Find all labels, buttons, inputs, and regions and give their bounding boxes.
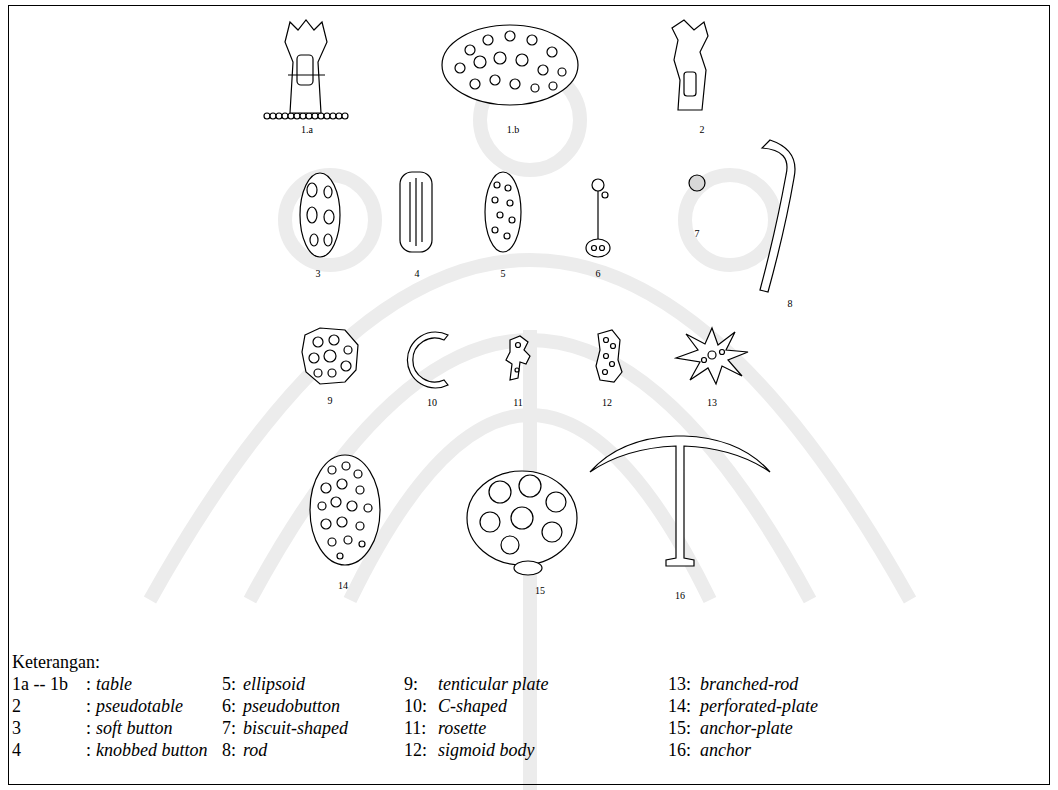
c-shaped-ossicle xyxy=(407,332,448,388)
legend-key: 8: xyxy=(222,740,236,761)
sigmoid-body-ossicle xyxy=(596,330,622,382)
figure-number: 10 xyxy=(427,397,437,409)
figure-number: 2 xyxy=(700,124,705,136)
figure-number: 11 xyxy=(513,397,523,409)
ossicle-type-name: knobbed button xyxy=(96,740,207,761)
pseudobutton-ossicle xyxy=(586,179,610,257)
legend-key: 15: xyxy=(668,718,691,739)
figure-number: 1.a xyxy=(301,124,313,136)
soft-button-ossicle xyxy=(300,173,340,257)
table-disc-ossicle xyxy=(442,25,578,105)
ossicle-type-name: ellipsoid xyxy=(243,674,305,695)
lenticular-plate-ossicle xyxy=(302,328,358,384)
legend-key: 10: xyxy=(404,696,427,717)
ossicle-type-name: biscuit-shaped xyxy=(243,718,348,739)
legend-key: 1a -- 1b xyxy=(12,674,68,695)
figure-number: 6 xyxy=(596,268,601,280)
legend-key: 13: xyxy=(668,674,691,695)
figure-number: 4 xyxy=(415,268,420,280)
figure-number: 8 xyxy=(788,298,793,310)
legend-key: 5: xyxy=(222,674,236,695)
anchor-plate-ossicle xyxy=(467,471,577,575)
legend-key: 9: xyxy=(404,674,418,695)
rosette-ossicle xyxy=(506,336,530,380)
frame xyxy=(9,6,1050,785)
ossicle-type-name: anchor xyxy=(700,740,751,761)
legend-key: 6: xyxy=(222,696,236,717)
legend-key: 11: xyxy=(404,718,426,739)
ossicle-type-name: table xyxy=(96,674,132,695)
legend-key: 14: xyxy=(668,696,691,717)
table-ossicle xyxy=(264,20,348,119)
figure-number: 3 xyxy=(316,268,321,280)
figure-number: 14 xyxy=(338,580,348,592)
figure-number: 15 xyxy=(535,585,545,597)
legend-key: : xyxy=(86,674,91,695)
ossicle-type-name: branched-rod xyxy=(700,674,798,695)
ossicle-type-name: sigmoid body xyxy=(438,740,535,761)
legend-heading: Keterangan: xyxy=(12,652,100,673)
figure-number: 16 xyxy=(675,590,685,602)
ellipsoid-ossicle xyxy=(485,172,521,252)
figure-number: 5 xyxy=(501,268,506,280)
legend-key: : xyxy=(86,696,91,717)
legend-key: 12: xyxy=(404,740,427,761)
perforated-plate-ossicle xyxy=(310,455,380,565)
legend-key: 7: xyxy=(222,718,236,739)
legend-key: 4 xyxy=(12,740,21,761)
anchor-ossicle xyxy=(590,436,770,566)
ossicle-type-name: rosette xyxy=(438,718,486,739)
knobbed-button-ossicle xyxy=(400,172,432,252)
ossicle-type-name: anchor-plate xyxy=(700,718,793,739)
rod-ossicle xyxy=(760,140,795,292)
figure-number: 1.b xyxy=(507,124,520,136)
figure-number: 9 xyxy=(328,395,333,407)
branched-rod-ossicle xyxy=(676,328,748,384)
biscuit-ossicle xyxy=(689,175,705,191)
ossicle-type-name: C-shaped xyxy=(438,696,507,717)
ossicle-type-name: pseudobutton xyxy=(243,696,340,717)
figure-number: 7 xyxy=(695,228,700,240)
ossicle-type-name: tenticular plate xyxy=(438,674,548,695)
legend-key: 3 xyxy=(12,718,21,739)
legend-key: 16: xyxy=(668,740,691,761)
legend-key: : xyxy=(86,740,91,761)
figure-number: 12 xyxy=(602,397,612,409)
legend-key: 2 xyxy=(12,696,21,717)
ossicle-type-name: perforated-plate xyxy=(700,696,818,717)
watermark-logo xyxy=(150,70,910,790)
pseudotable-ossicle xyxy=(672,20,708,110)
legend-key: : xyxy=(86,718,91,739)
ossicle-type-name: rod xyxy=(243,740,267,761)
ossicle-type-name: pseudotable xyxy=(96,696,183,717)
figure-number: 13 xyxy=(707,397,717,409)
ossicle-type-name: soft button xyxy=(96,718,173,739)
